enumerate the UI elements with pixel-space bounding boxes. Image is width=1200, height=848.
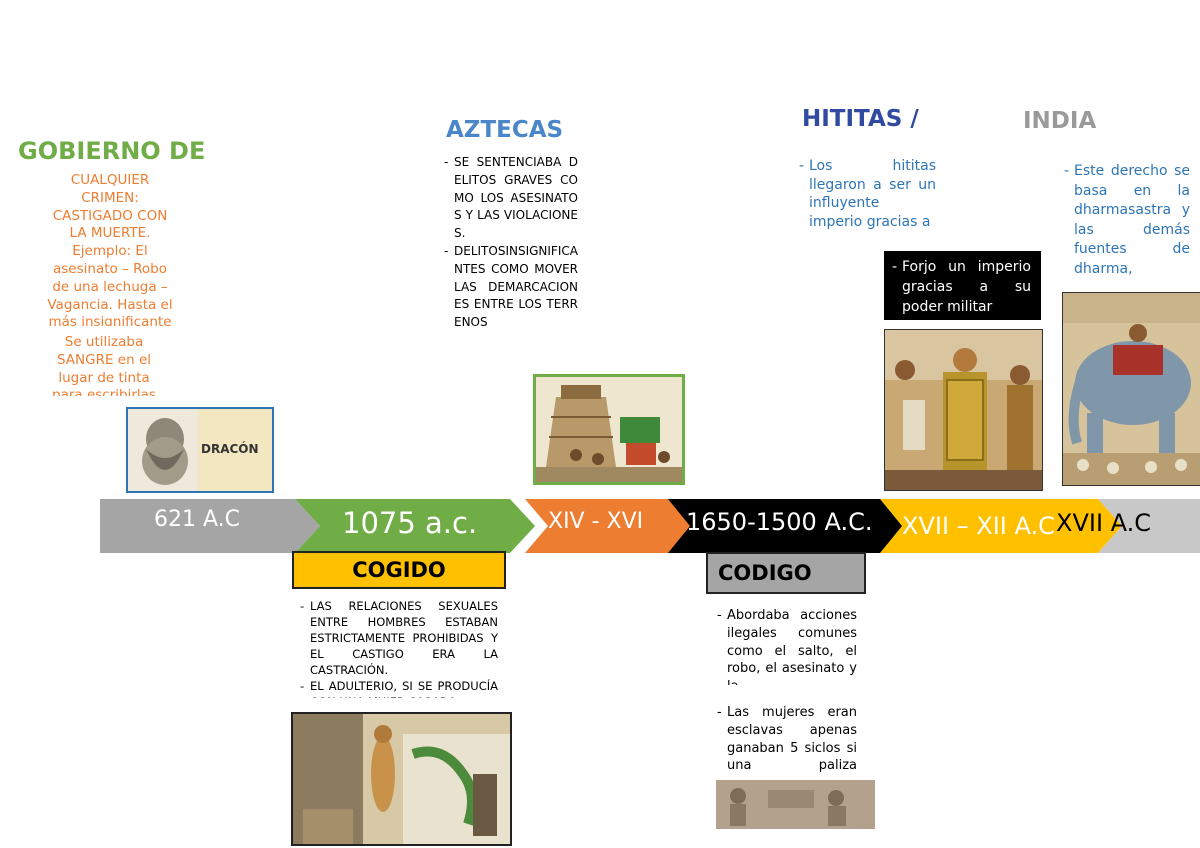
aztecas-bullet-1: SE SENTENCIABA DELITOS GRAVES COMO LOS A… — [444, 154, 578, 243]
india-heading: INDIA — [1023, 108, 1097, 134]
draco-heading: GOBIERNO DE — [18, 137, 206, 165]
indian-elephant-painting-image — [1062, 292, 1200, 486]
timeline-arrow-1 — [100, 499, 320, 553]
codigo-bullet-1: Abordaba acciones ilegales comunes como … — [717, 607, 857, 685]
cogido-box: COGIDO — [292, 551, 506, 589]
cogido-text: LAS RELACIONES SEXUALES ENTRE HOMBRES ES… — [300, 598, 498, 698]
aztecas-heading: AZTECAS — [446, 117, 564, 143]
hititas-box-bullet: Forjo un imperio gracias a su poder mili… — [892, 257, 1031, 317]
codigo-text-2: Las mujeres eran esclavas apenas ganaban… — [717, 704, 857, 774]
aztecas-text: SE SENTENCIABA DELITOS GRAVES COMO LOS A… — [444, 154, 578, 358]
codigo-text-1: Abordaba acciones ilegales comunes como … — [717, 607, 857, 685]
codigo-box: CODIGO — [706, 552, 866, 594]
timeline-arrow-2 — [295, 499, 535, 553]
hititas-text: Los hititas llegaron a ser un influyente… — [799, 157, 936, 233]
hititas-bullet: Los hititas llegaron a ser un influyente… — [799, 157, 936, 231]
stone-relief-image — [716, 780, 875, 829]
india-bullet: Este derecho se basa en la dharmasastra … — [1064, 162, 1190, 279]
draco-bust-image: DRACÓN — [126, 407, 274, 493]
india-text: Este derecho se basa en la dharmasastra … — [1064, 162, 1190, 282]
timeline-arrow-6 — [1098, 499, 1200, 553]
codigo-bullet-2: Las mujeres eran esclavas apenas ganaban… — [717, 704, 857, 774]
cogido-bullet-2: EL ADULTERIO, SI SE PRODUCÍA CON UNA MUJ… — [300, 678, 498, 698]
hititas-heading: HITITAS / — [802, 106, 919, 132]
hittite-warriors-image — [884, 329, 1043, 491]
timeline-label-1650-1500: 1650-1500 A.C. — [686, 508, 873, 536]
timeline-arrows — [100, 499, 1200, 553]
timeline-arrow-4 — [668, 499, 910, 553]
mesopotamia-collage-image — [291, 712, 512, 846]
draco-punishment-text: CUALQUIER CRIMEN: CASTIGADO CON LA MUERT… — [47, 172, 173, 326]
aztecas-bullet-2: DELITOSINSIGNIFICANTES COMO MOVER LAS DE… — [444, 243, 578, 332]
hititas-black-box: Forjo un imperio gracias a su poder mili… — [884, 251, 1041, 320]
draco-image-label: DRACÓN — [201, 442, 259, 456]
timeline-label-621: 621 A.C — [154, 507, 241, 532]
timeline-label-xiv-xvi: XIV - XVI — [548, 509, 644, 534]
cogido-bullet-1: LAS RELACIONES SEXUALES ENTRE HOMBRES ES… — [300, 598, 498, 678]
timeline-label-1075: 1075 a.c. — [342, 506, 478, 540]
timeline-arrow-3 — [525, 499, 712, 553]
aztec-temple-image — [533, 374, 685, 485]
timeline-label-xvii: XVII A.C — [1056, 509, 1152, 537]
draco-blood-text: Se utilizaba SANGRE en el lugar de tinta… — [52, 334, 156, 396]
timeline-label-xvii-xii: XVII – XII A.C — [902, 512, 1055, 540]
timeline-arrow-5 — [880, 499, 1122, 553]
